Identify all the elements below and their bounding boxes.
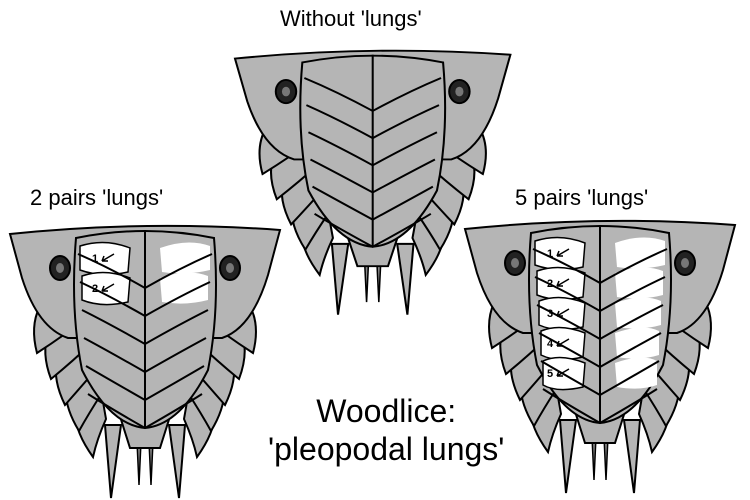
uropod [396, 242, 415, 315]
lung-right [615, 237, 665, 269]
caption-line-2: 'pleopodal lungs' [268, 431, 505, 467]
segment-line [536, 304, 664, 341]
lung-number: 3 [547, 308, 553, 320]
title-five-pairs-lungs: 5 pairs 'lungs' [515, 185, 649, 210]
eye-highlight [226, 263, 234, 273]
eye-highlight [511, 258, 519, 268]
segment-line [312, 185, 434, 221]
segment-line [85, 365, 205, 402]
lung-right [615, 267, 663, 299]
arrow-icon [101, 283, 115, 292]
segment-line [83, 337, 207, 374]
segment-line [309, 158, 436, 194]
title-without-lungs: Without 'lungs' [280, 6, 422, 31]
lung-right [160, 272, 208, 304]
woodlouse-without [233, 49, 512, 315]
lung-number: 4 [547, 338, 554, 350]
segment-line [303, 77, 442, 113]
eye-highlight [56, 263, 64, 273]
caption: Woodlice: 'pleopodal lungs' [268, 392, 504, 468]
title-two-pairs-lungs: 2 pairs 'lungs' [30, 185, 164, 210]
uropod [103, 424, 123, 499]
lung-right [160, 242, 210, 274]
segment-line [77, 253, 213, 290]
uropod [167, 424, 187, 499]
lung-number: 1 [547, 248, 553, 260]
arrow-icon [556, 248, 570, 257]
segment-line [81, 309, 209, 346]
arrow-icon [556, 278, 570, 287]
caption-line-1: Woodlice: [316, 393, 457, 429]
eye-highlight [281, 86, 291, 97]
lung-right [615, 297, 661, 329]
segment-line [307, 131, 438, 167]
eye-highlight [455, 86, 464, 97]
uropod [558, 419, 578, 494]
segment-line [540, 360, 660, 397]
segment-line [79, 281, 211, 318]
eye-highlight [681, 258, 689, 268]
segment-line [87, 393, 203, 430]
segment-line [542, 388, 658, 425]
segment-line [538, 332, 662, 369]
lung-number: 1 [92, 253, 98, 265]
segment-line [314, 212, 432, 248]
segment-line [534, 276, 666, 313]
lung-right [615, 327, 659, 359]
lung-number: 5 [547, 368, 553, 380]
uropod [622, 419, 642, 494]
woodlouse-two: 12 [8, 224, 282, 499]
segment-line [305, 104, 440, 140]
segment-line [532, 248, 668, 285]
uropod [330, 242, 350, 315]
arrow-icon [101, 253, 115, 262]
